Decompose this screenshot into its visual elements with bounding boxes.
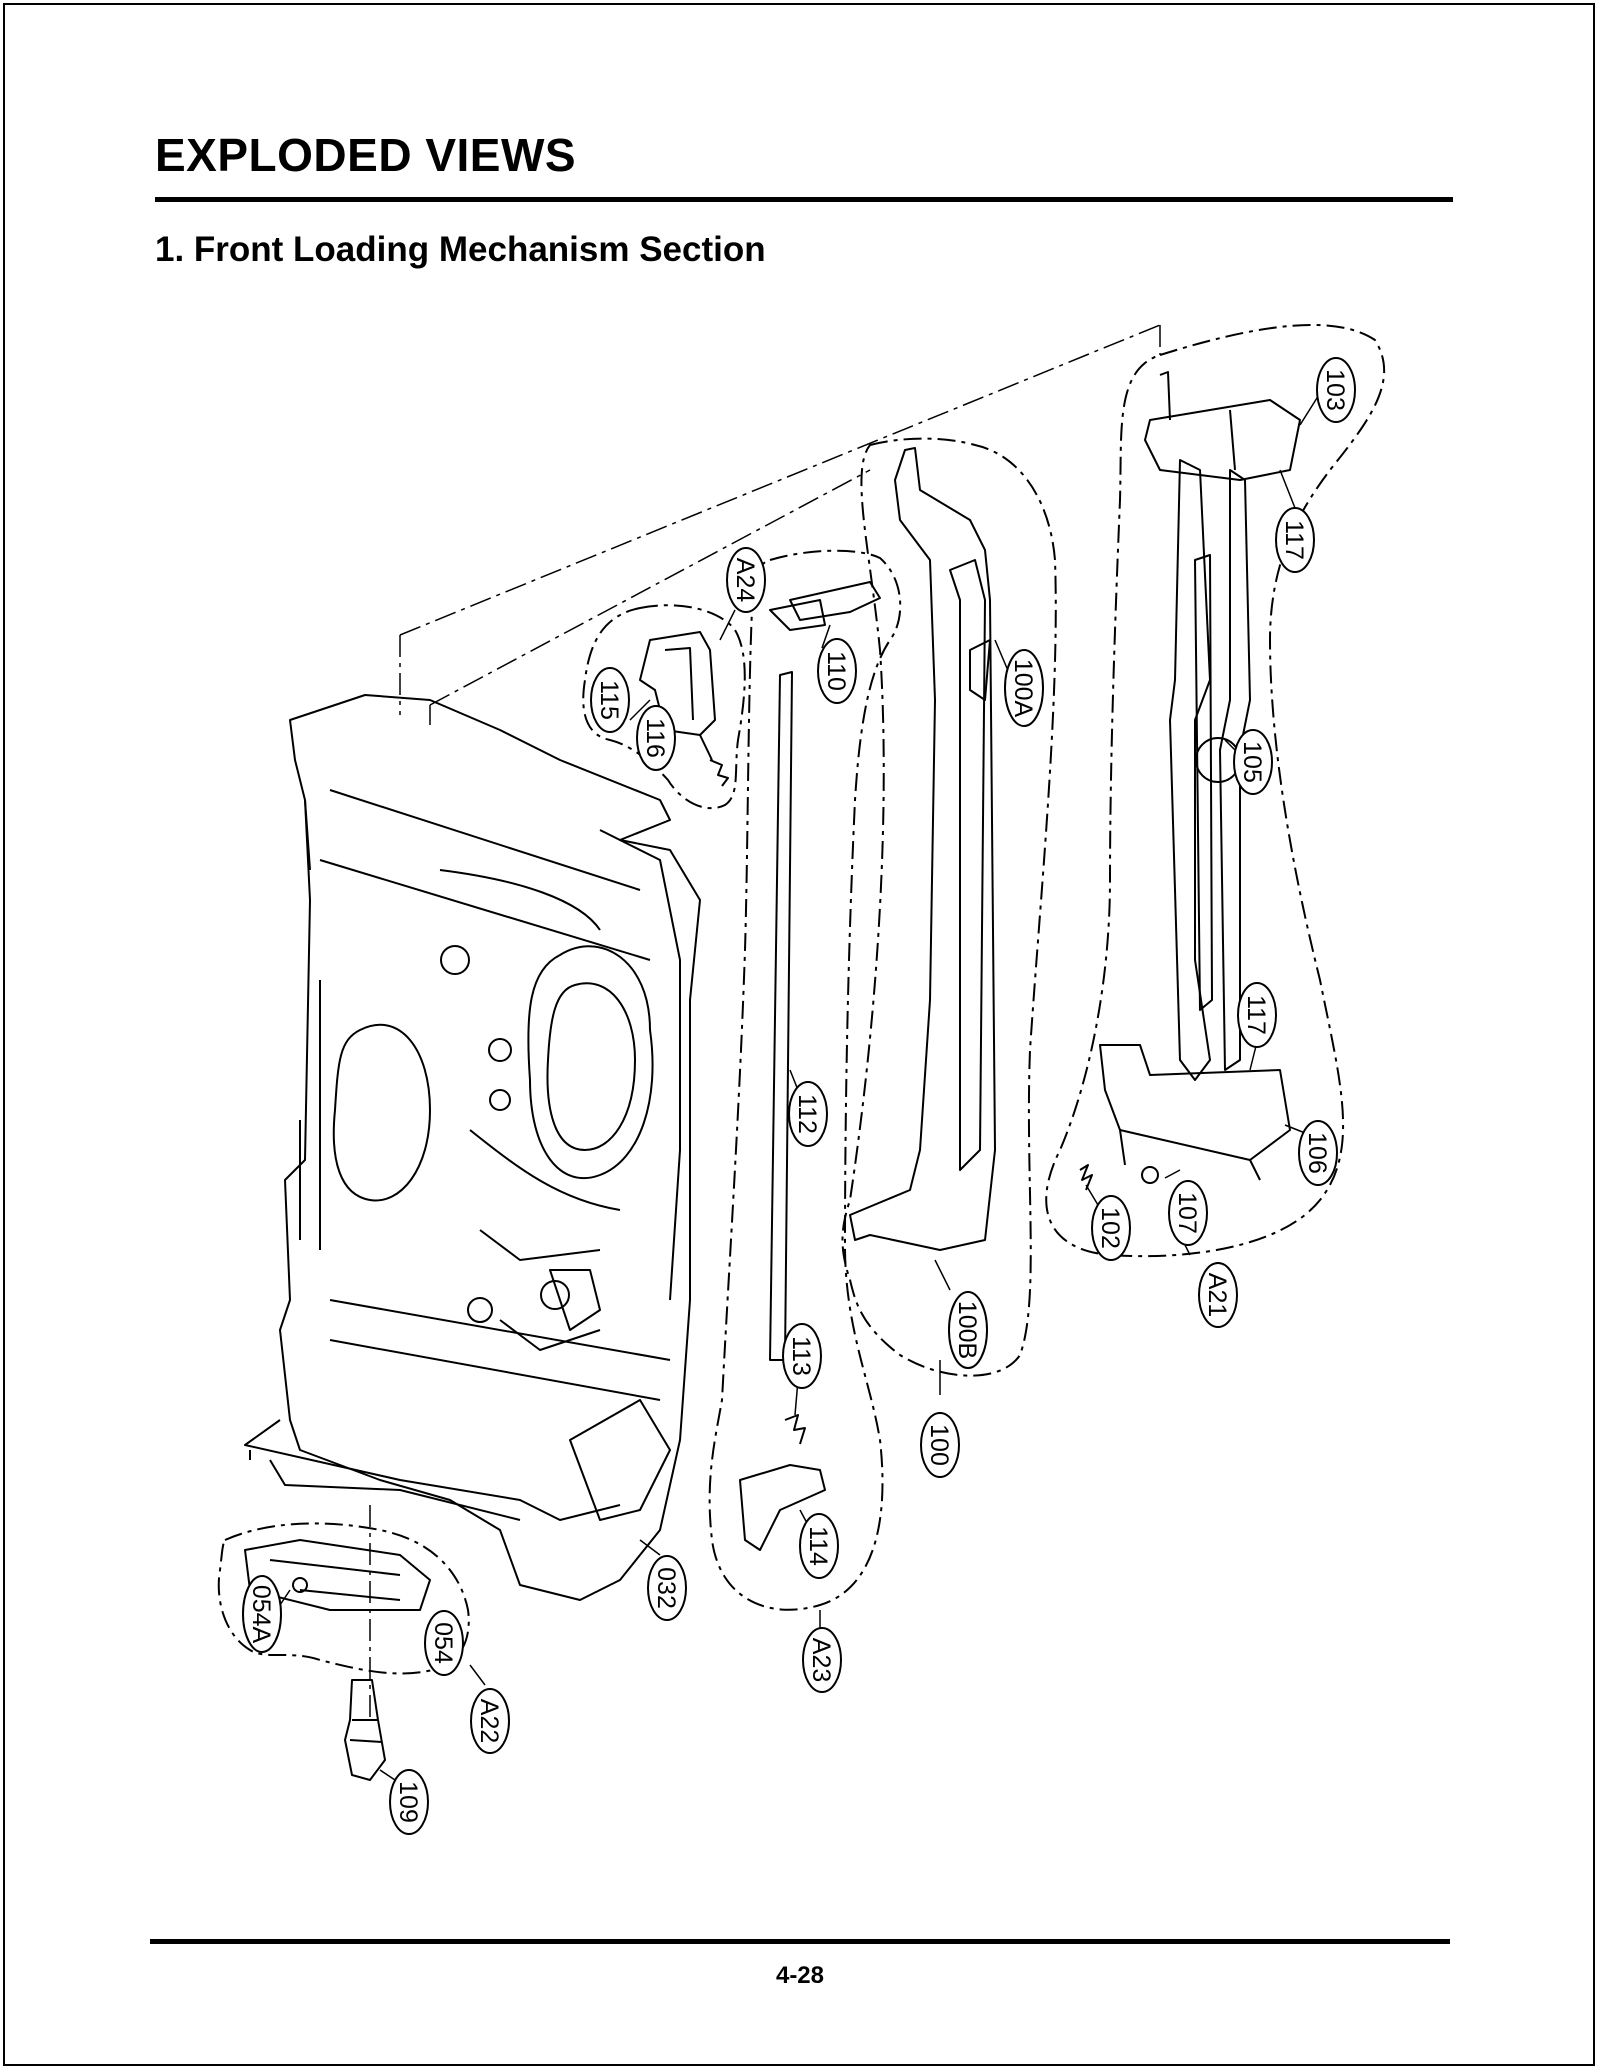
group-outline-100 xyxy=(841,437,1057,1377)
svg-text:113: 113 xyxy=(787,1336,815,1376)
footer-rule xyxy=(150,1939,1450,1944)
svg-text:054: 054 xyxy=(429,1622,457,1664)
callout-109: 109 xyxy=(389,1769,429,1835)
callout-100: 100 xyxy=(920,1412,960,1478)
callout-117-lower: 117 xyxy=(1237,982,1277,1048)
callout-106: 106 xyxy=(1298,1120,1338,1186)
callout-107: 107 xyxy=(1168,1180,1208,1246)
callout-032: 032 xyxy=(647,1555,687,1621)
group-outline-a23 xyxy=(708,549,902,1611)
svg-text:A22: A22 xyxy=(475,1699,503,1743)
group-outline-a22 xyxy=(217,1522,470,1675)
page-number: 4-28 xyxy=(775,1962,825,1989)
svg-text:A24: A24 xyxy=(731,558,759,603)
svg-text:100A: 100A xyxy=(1009,659,1037,718)
svg-text:107: 107 xyxy=(1173,1192,1201,1234)
page-border xyxy=(3,3,1595,2066)
callout-a24: A24 xyxy=(726,547,766,613)
svg-text:106: 106 xyxy=(1303,1132,1331,1174)
title-rule xyxy=(155,197,1453,202)
a23-parts xyxy=(739,581,881,1551)
svg-text:100: 100 xyxy=(925,1424,953,1466)
callout-105: 105 xyxy=(1233,729,1273,795)
callout-110: 110 xyxy=(817,638,857,704)
subsection-title: 1. Front Loading Mechanism Section xyxy=(155,230,766,269)
callout-114: 114 xyxy=(799,1513,839,1579)
callout-100b: 100B xyxy=(948,1291,988,1369)
callout-a22: A22 xyxy=(470,1688,510,1754)
svg-text:110: 110 xyxy=(822,651,850,691)
group-outline-a21 xyxy=(1045,323,1386,1258)
callout-a21: A21 xyxy=(1198,1262,1238,1328)
projection-lines xyxy=(369,324,1161,1720)
svg-text:100B: 100B xyxy=(953,1301,981,1359)
svg-text:117: 117 xyxy=(1280,520,1308,560)
svg-text:105: 105 xyxy=(1238,741,1266,783)
callout-054: 054 xyxy=(424,1610,464,1676)
svg-text:117: 117 xyxy=(1242,995,1270,1035)
a21-parts xyxy=(1079,371,1301,1191)
callout-103: 103 xyxy=(1316,357,1356,423)
svg-text:A21: A21 xyxy=(1203,1273,1231,1317)
svg-text:032: 032 xyxy=(652,1567,680,1609)
callout-113: 113 xyxy=(782,1323,822,1389)
exploded-view-diagram: 103 117 105 117 106 107 102 A21 xyxy=(217,323,1386,1835)
svg-text:116: 116 xyxy=(641,718,669,758)
svg-text:103: 103 xyxy=(1321,369,1349,411)
group-outline-a24 xyxy=(582,604,746,810)
part-109 xyxy=(344,1679,386,1781)
chassis-032 xyxy=(244,694,701,1601)
callout-054a: 054A xyxy=(242,1575,282,1653)
svg-text:102: 102 xyxy=(1096,1207,1124,1249)
svg-text:109: 109 xyxy=(394,1781,422,1823)
svg-text:A23: A23 xyxy=(807,1638,835,1682)
svg-text:115: 115 xyxy=(595,680,623,720)
callout-116: 116 xyxy=(636,705,676,771)
callout-112: 112 xyxy=(788,1081,828,1147)
svg-text:054A: 054A xyxy=(247,1585,275,1644)
callout-100a: 100A xyxy=(1004,649,1044,727)
part-100-frame xyxy=(849,447,996,1251)
callout-115: 115 xyxy=(590,667,630,733)
callout-117-upper: 117 xyxy=(1275,507,1315,573)
svg-text:112: 112 xyxy=(793,1094,821,1134)
svg-text:114: 114 xyxy=(804,1526,832,1566)
callout-102: 102 xyxy=(1091,1195,1131,1261)
a24-parts xyxy=(639,631,729,787)
callout-a23: A23 xyxy=(802,1627,842,1693)
section-title: EXPLODED VIEWS xyxy=(155,129,577,181)
